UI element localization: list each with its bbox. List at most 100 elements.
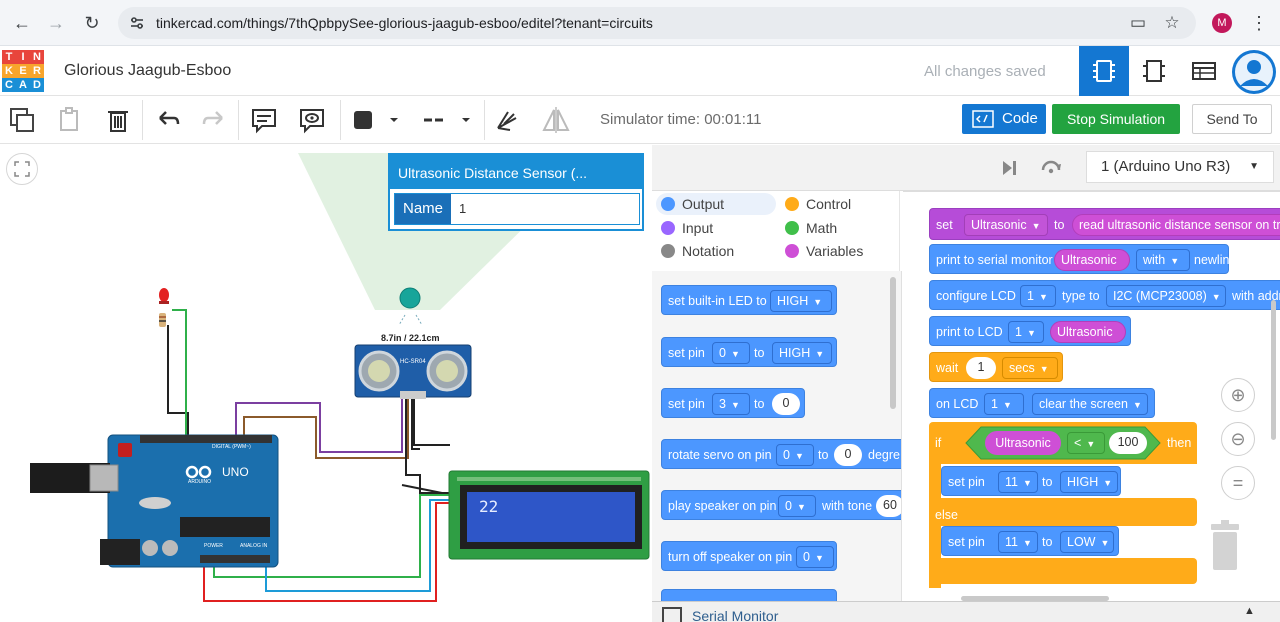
component-list-button[interactable] (1179, 46, 1229, 96)
category-notation[interactable]: Notation (656, 240, 776, 262)
block-dropdown[interactable]: 1▼ (1008, 321, 1044, 343)
palette-play-speaker-block[interactable]: play speaker on pin 0▼ with tone 60 (661, 490, 901, 520)
notes-visibility-icon[interactable] (296, 104, 328, 136)
user-avatar[interactable] (1232, 50, 1276, 94)
block-number-input[interactable]: 60 (876, 495, 901, 517)
circuit-view-button[interactable] (1079, 46, 1129, 96)
send-to-button[interactable]: Send To (1192, 104, 1272, 134)
profile-avatar[interactable]: M (1212, 13, 1232, 33)
block-dropdown[interactable]: 0▼ (778, 495, 816, 517)
fit-view-button[interactable] (6, 153, 38, 185)
block-dropdown[interactable]: HIGH▼ (772, 342, 832, 364)
condition-number-input[interactable]: 100 (1109, 432, 1147, 454)
address-bar[interactable]: tinkercad.com/things/7thQpbpySee-gloriou… (118, 7, 1196, 39)
category-input[interactable]: Input (656, 217, 776, 239)
block-dropdown[interactable]: 3▼ (712, 393, 750, 415)
palette-next-block[interactable] (661, 589, 837, 601)
configure-lcd-block[interactable]: configure LCD 1▼ type to I2C (MCP23008)▼… (929, 280, 1280, 310)
set-variable-block[interactable]: set Ultrasonic▼ to read ultrasonic dista… (929, 208, 1280, 240)
variable-dropdown[interactable]: Ultrasonic▼ (964, 214, 1048, 236)
name-property-input[interactable]: 1 (459, 201, 467, 216)
undo-icon[interactable] (152, 104, 184, 136)
block-dropdown[interactable]: 1▼ (1020, 285, 1056, 307)
chevron-up-icon[interactable]: ▲ (1244, 605, 1255, 617)
read-ultrasonic-expression[interactable]: read ultrasonic distance sensor on trig (1072, 214, 1280, 236)
workspace-trash-icon[interactable] (1207, 518, 1243, 572)
palette-turn-off-speaker-block[interactable]: turn off speaker on pin 0▼ (661, 541, 837, 571)
forward-arrow-icon[interactable]: → (47, 13, 65, 33)
circuit-canvas[interactable]: 8.7in / 22.1cm HC-SR04 UNO ARDUINO DIGIT… (0, 145, 652, 622)
category-control[interactable]: Control (780, 193, 890, 215)
install-app-icon[interactable]: ▭ (1129, 13, 1147, 32)
project-title[interactable]: Glorious Jaagub-Esboo (64, 62, 232, 79)
block-variable[interactable]: Ultrasonic (1054, 249, 1130, 271)
workspace-horizontal-scrollbar[interactable] (961, 596, 1109, 601)
restart-icon[interactable] (1040, 157, 1062, 179)
print-serial-block[interactable]: print to serial monitor Ultrasonic with▼… (929, 244, 1236, 274)
block-dropdown[interactable]: LOW▼ (1060, 531, 1114, 553)
block-number-input[interactable]: 0 (772, 393, 800, 415)
block-dropdown[interactable]: secs▼ (1002, 357, 1058, 379)
flip-mirror-icon[interactable] (540, 104, 572, 136)
copy-icon[interactable] (6, 104, 38, 136)
print-lcd-block[interactable]: print to LCD 1▼ Ultrasonic (929, 316, 1131, 346)
code-workspace[interactable]: set Ultrasonic▼ to read ultrasonic dista… (903, 191, 1280, 601)
category-output[interactable]: Output (656, 193, 776, 215)
redo-icon[interactable] (198, 104, 230, 136)
if-else-block[interactable]: if Ultrasonic <▼ 100 then set pin 11▼ to… (929, 422, 1197, 588)
block-dropdown[interactable]: HIGH▼ (770, 290, 832, 312)
wait-block[interactable]: wait 1 secs▼ (929, 352, 1063, 382)
palette-set-pin-value-block[interactable]: set pin 3▼ to 0 (661, 388, 805, 418)
schematic-view-button[interactable] (1129, 46, 1179, 96)
operator-dropdown[interactable]: <▼ (1067, 432, 1105, 454)
stop-simulation-button[interactable]: Stop Simulation (1052, 104, 1180, 134)
browser-menu-icon[interactable]: ⋮ (1250, 13, 1268, 33)
board-selector[interactable]: 1 (Arduino Uno R3) ▼ (1086, 151, 1274, 183)
note-icon[interactable] (248, 104, 280, 136)
block-dropdown[interactable]: 0▼ (796, 546, 834, 568)
dropdown-caret-icon: ▼ (1002, 400, 1012, 410)
set-pin-high-block[interactable]: set pin 11▼ to HIGH▼ (941, 466, 1121, 496)
block-dropdown[interactable]: 0▼ (712, 342, 750, 364)
zoom-out-icon[interactable]: ⊖ (1221, 422, 1255, 456)
bookmark-star-icon[interactable]: ☆ (1164, 13, 1180, 32)
set-pin-low-block[interactable]: set pin 11▼ to LOW▼ (941, 526, 1119, 556)
palette-set-builtin-led-block[interactable]: set built-in LED to HIGH▼ (661, 285, 837, 315)
block-dropdown[interactable]: with▼ (1136, 249, 1190, 271)
block-dropdown[interactable]: 1▼ (984, 393, 1024, 415)
block-number-input[interactable]: 1 (966, 357, 996, 379)
site-settings-icon[interactable] (128, 14, 146, 32)
block-dropdown[interactable]: clear the screen▼ (1032, 393, 1148, 415)
line-style-icon[interactable] (418, 104, 476, 136)
lcd-action-block[interactable]: on LCD 1▼ clear the screen▼ (929, 388, 1155, 418)
block-number-input[interactable]: 0 (834, 444, 862, 466)
serial-monitor-bar[interactable]: Serial Monitor ▲ (652, 601, 1280, 622)
category-math[interactable]: Math (780, 217, 890, 239)
delete-trash-icon[interactable] (102, 104, 134, 136)
block-dropdown[interactable]: HIGH▼ (1060, 471, 1118, 493)
block-dropdown[interactable]: 11▼ (998, 531, 1038, 553)
color-picker-icon[interactable] (350, 104, 406, 136)
zoom-reset-icon[interactable]: = (1221, 466, 1255, 500)
reload-icon[interactable]: ↻ (84, 13, 100, 33)
align-tool-icon[interactable] (492, 104, 524, 136)
palette-scrollbar[interactable] (890, 277, 896, 409)
block-dropdown[interactable]: I2C (MCP23008)▼ (1106, 285, 1226, 307)
if-header: if Ultrasonic <▼ 100 then (929, 422, 1197, 464)
category-variables[interactable]: Variables (780, 240, 890, 262)
code-button[interactable]: Code (962, 104, 1046, 134)
block-dropdown[interactable]: 11▼ (998, 471, 1038, 493)
back-arrow-icon[interactable]: ← (13, 13, 31, 33)
block-variable[interactable]: Ultrasonic (1050, 321, 1126, 343)
workspace-vertical-scrollbar[interactable] (1271, 300, 1276, 440)
logo-letter: N (30, 50, 44, 64)
paste-icon[interactable] (54, 104, 86, 136)
step-forward-icon[interactable] (998, 157, 1020, 179)
zoom-in-icon[interactable]: ⊕ (1221, 378, 1255, 412)
condition-variable[interactable]: Ultrasonic (985, 431, 1061, 455)
category-label: Variables (806, 243, 864, 259)
tinkercad-logo[interactable]: T I N K E R C A D (2, 50, 44, 92)
block-dropdown[interactable]: 0▼ (776, 444, 814, 466)
palette-rotate-servo-block[interactable]: rotate servo on pin 0▼ to 0 degre (661, 439, 901, 469)
palette-set-pin-block[interactable]: set pin 0▼ to HIGH▼ (661, 337, 837, 367)
